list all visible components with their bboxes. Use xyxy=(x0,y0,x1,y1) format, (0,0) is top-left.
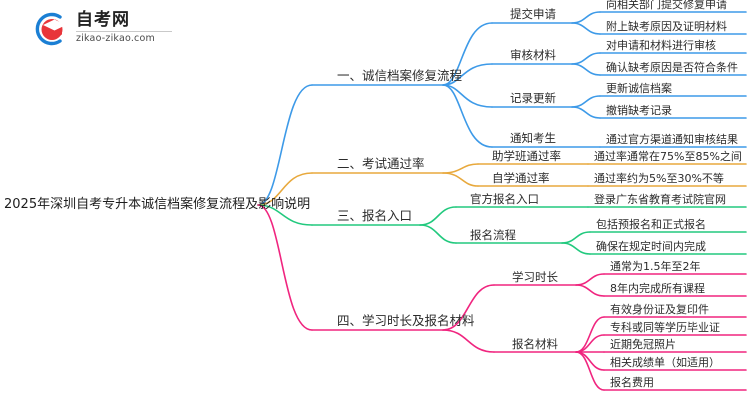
node-review-materials[interactable]: 审核材料 xyxy=(510,48,556,62)
leaf-item[interactable]: 附上缺考原因及证明材料 xyxy=(606,20,727,33)
leaf-item[interactable]: 报名费用 xyxy=(610,376,654,389)
leaf-item[interactable]: 近期免冠照片 xyxy=(610,338,676,351)
leaf-item[interactable]: 登录广东省教育考试院官网 xyxy=(594,193,726,206)
graduation-cap-icon xyxy=(35,12,66,46)
branch-2-label[interactable]: 二、考试通过率 xyxy=(337,156,425,171)
node-notify-candidate[interactable]: 通知考生 xyxy=(510,131,556,145)
site-logo: 自考网 zikao-zikao.com xyxy=(30,9,180,49)
node-self-study-pass-rate[interactable]: 自学通过率 xyxy=(492,171,550,185)
leaf-item[interactable]: 向相关部门提交修复申请 xyxy=(606,0,727,11)
root-node-label[interactable]: 2025年深圳自考专升本诚信档案修复流程及影响说明 xyxy=(4,197,311,212)
node-submit-application[interactable]: 提交申请 xyxy=(510,7,556,21)
leaf-item[interactable]: 确保在规定时间内完成 xyxy=(596,240,706,253)
leaf-item[interactable]: 相关成绩单（如适用） xyxy=(610,356,720,369)
node-study-duration[interactable]: 学习时长 xyxy=(512,270,558,284)
leaf-item[interactable]: 通过率通常在75%至85%之间 xyxy=(594,150,742,163)
logo-site-name: 自考网 xyxy=(76,10,130,30)
node-official-registration-portal[interactable]: 官方报名入口 xyxy=(470,192,539,206)
branch-3-label[interactable]: 三、报名入口 xyxy=(337,208,413,223)
node-tutorial-class-pass-rate[interactable]: 助学班通过率 xyxy=(492,149,561,163)
leaf-item[interactable]: 撤销缺考记录 xyxy=(606,104,672,117)
leaf-item[interactable]: 有效身份证及复印件 xyxy=(610,303,709,316)
logo-site-url: zikao-zikao.com xyxy=(76,33,155,44)
branch-1-label[interactable]: 一、诚信档案修复流程 xyxy=(337,68,463,83)
leaf-item[interactable]: 通过率约为5%至30%不等 xyxy=(594,172,724,185)
branch-4-label[interactable]: 四、学习时长及报名材料 xyxy=(337,313,475,328)
node-registration-materials[interactable]: 报名材料 xyxy=(512,337,558,351)
leaf-item[interactable]: 8年内完成所有课程 xyxy=(610,282,705,295)
leaf-item[interactable]: 包括预报名和正式报名 xyxy=(596,218,706,231)
node-registration-process[interactable]: 报名流程 xyxy=(470,228,516,242)
leaf-item[interactable]: 专科或同等学历毕业证 xyxy=(610,321,720,334)
node-record-update[interactable]: 记录更新 xyxy=(510,91,556,105)
leaf-item[interactable]: 通过官方渠道通知审核结果 xyxy=(606,133,738,146)
logo-divider xyxy=(76,31,172,32)
leaf-item[interactable]: 确认缺考原因是否符合条件 xyxy=(606,61,738,74)
leaf-item[interactable]: 对申请和材料进行审核 xyxy=(606,39,716,52)
leaf-item[interactable]: 通常为1.5年至2年 xyxy=(610,260,701,273)
leaf-item[interactable]: 更新诚信档案 xyxy=(606,82,672,95)
